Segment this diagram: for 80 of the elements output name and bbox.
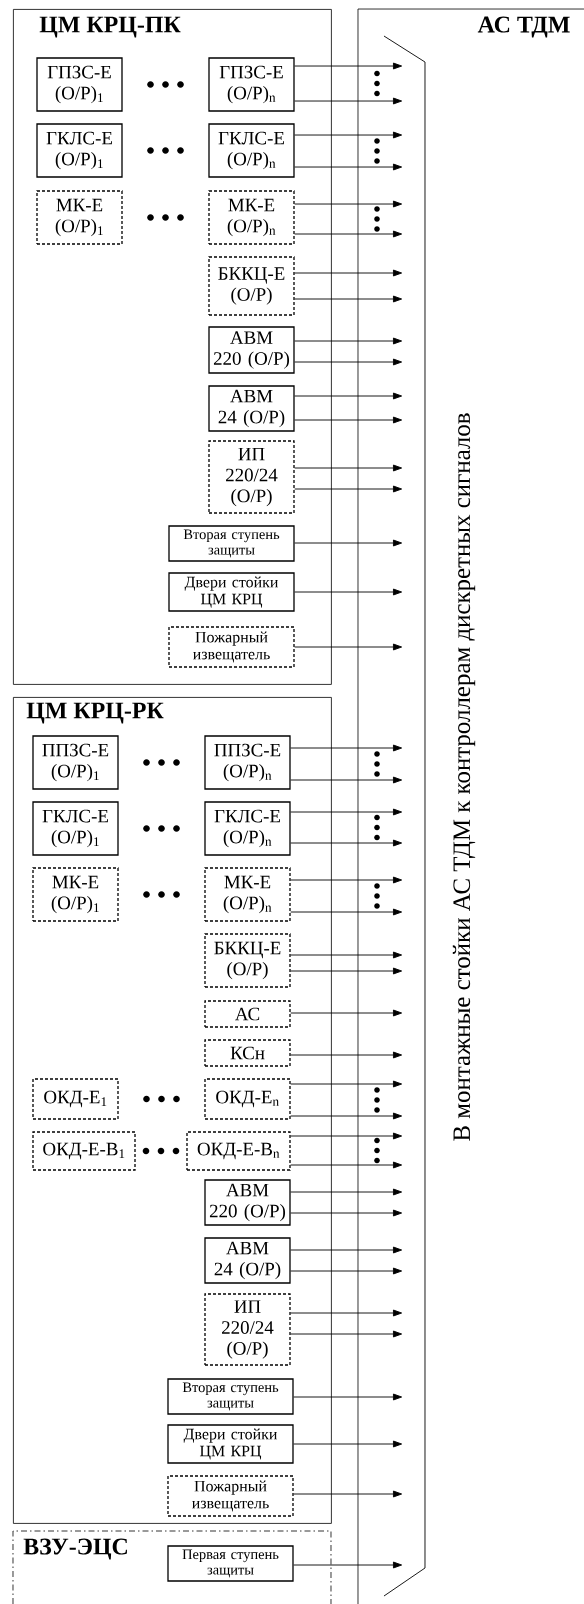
module-box: ГКЛС-Е (О/Р)$_{1}$: [36, 123, 123, 178]
arrow: [294, 97, 403, 105]
arrow: [290, 776, 403, 784]
arrow: [294, 269, 403, 277]
arrow: [293, 1490, 403, 1498]
arrow: [293, 1393, 403, 1401]
arrow: [290, 1188, 403, 1196]
arrow: [290, 1080, 403, 1088]
module-box: АВМ 220 (О/Р): [208, 326, 295, 374]
module-box: ГКЛС-Е (О/Р)$_{1}$: [32, 801, 119, 856]
arrow: [290, 839, 403, 847]
arrow: [290, 1161, 403, 1169]
arrow: [294, 337, 403, 345]
module-box: МК-Е (О/Р)$_{1}$: [36, 190, 123, 245]
arrow: [290, 1267, 403, 1275]
module-box: ОКД-Е$_{1}$: [32, 1078, 119, 1120]
module-box: ГПЗС-Е (О/Р)$_{1}$: [36, 57, 123, 112]
module-box: ИП 220/24 (О/Р): [208, 440, 295, 514]
arrow: [294, 588, 403, 596]
module-box: ППЗС-Е (О/Р)$_{n}$: [204, 735, 291, 790]
arrow: [290, 908, 403, 916]
module-box: МК-Е (О/Р)$_{1}$: [32, 867, 119, 922]
arrow: [293, 1440, 403, 1448]
arrow: [290, 808, 403, 816]
arrow: [294, 163, 403, 171]
arrow: [294, 230, 403, 238]
frame-title: АС ТДМ: [477, 16, 570, 38]
module-box: МК-Е (О/Р)$_{n}$: [208, 190, 295, 245]
arrow: [294, 485, 403, 493]
arrow: [294, 200, 403, 208]
arrow: [290, 967, 403, 975]
module-box: ГПЗС-Е (О/Р)$_{n}$: [208, 57, 295, 112]
module-box: МК-Е (О/Р)$_{n}$: [204, 867, 291, 922]
module-box: ГКЛС-Е (О/Р)$_{n}$: [204, 801, 291, 856]
module-box: ГКЛС-Е (О/Р)$_{n}$: [208, 123, 295, 178]
arrow: [290, 1246, 403, 1254]
module-box: Пожарный извещатель: [168, 626, 295, 668]
arrow: [294, 643, 403, 651]
arrow: [290, 1132, 403, 1140]
arrow: [294, 358, 403, 366]
arrow: [294, 392, 403, 400]
arrow: [290, 1330, 403, 1338]
arrow: [294, 131, 403, 139]
module-box: АВМ 24 (О/Р): [204, 1237, 291, 1284]
arrow: [290, 1051, 403, 1059]
module-box: ППЗС-Е (О/Р)$_{1}$: [32, 735, 119, 790]
module-box: ИП 220/24 (О/Р): [204, 1293, 291, 1366]
frame-title: ЦМ КРЦ-РК: [26, 702, 164, 724]
frame-title: ЦМ КРЦ-ПК: [39, 16, 181, 38]
arrow: [290, 1209, 403, 1217]
module-box: Первая ступень защиты: [167, 1545, 294, 1582]
arrow: [294, 62, 403, 70]
module-box: Вторая ступень защиты: [168, 525, 295, 562]
module-box: АС: [204, 1000, 291, 1028]
arrow: [294, 416, 403, 424]
arrow: [294, 464, 403, 472]
arrow: [294, 295, 403, 303]
module-box: АВМ 220 (О/Р): [204, 1179, 291, 1226]
module-box: Двери стойки ЦМ КРЦ: [167, 1424, 294, 1464]
module-box: ОКД-Е-В$_{n}$: [186, 1131, 291, 1171]
module-box: БККЦ-Е (О/Р): [204, 933, 291, 988]
module-box: Двери стойки ЦМ КРЦ: [168, 572, 295, 612]
arrow: [290, 1009, 403, 1017]
module-box: ОКД-Е$_{n}$: [204, 1078, 291, 1120]
module-box: КСн: [204, 1039, 291, 1067]
frame-title: ВЗУ-ЭЦС: [23, 1538, 127, 1560]
arrow: [290, 951, 403, 959]
module-box: БККЦ-Е (О/Р): [208, 256, 295, 316]
module-box: АВМ 24 (О/Р): [208, 385, 295, 432]
module-box: Пожарный извещатель: [167, 1475, 294, 1517]
arrow: [290, 1112, 403, 1120]
arrow: [294, 539, 403, 547]
rotated-caption: В монтажные стойки АС ТДМ к контроллерам дискретных сигналов: [452, 413, 476, 1141]
module-box: ОКД-Е-В$_{1}$: [32, 1131, 136, 1171]
arrow: [290, 744, 403, 752]
arrow: [293, 1561, 403, 1569]
arrow: [290, 1309, 403, 1317]
bus-bar: [383, 35, 426, 1597]
module-box: Вторая ступень защиты: [167, 1378, 294, 1415]
arrow: [290, 876, 403, 884]
